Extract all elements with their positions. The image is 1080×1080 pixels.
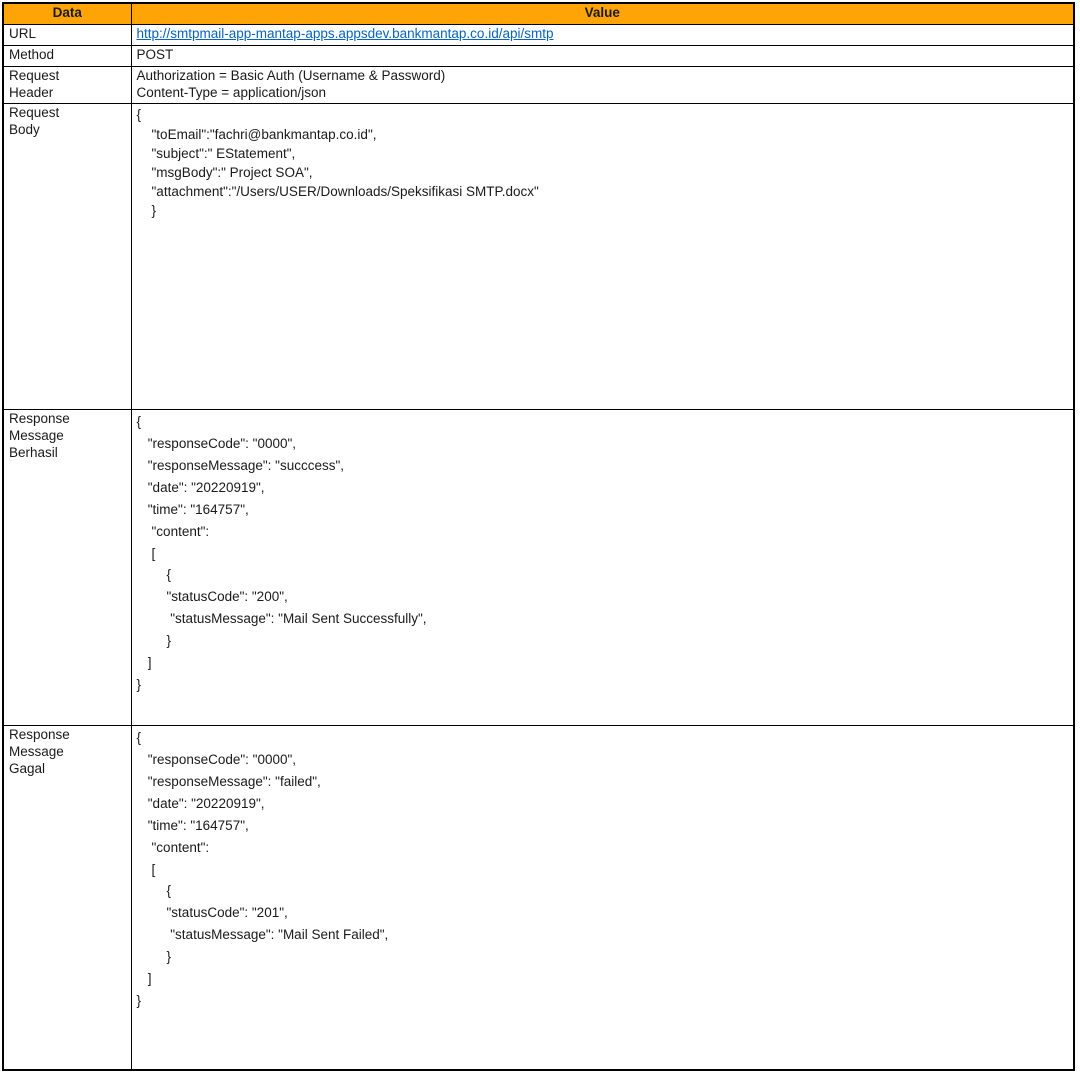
table-row-response-gagal: Response Message Gagal { "responseCode":… [2, 725, 1075, 1071]
row-value-response-berhasil: { "responseCode": "0000", "responseMessa… [130, 409, 1075, 727]
row-label-request-header: Request Header [2, 65, 132, 105]
table-row-url: URL http://smtpmail-app-mantap-apps.apps… [2, 23, 1075, 46]
table-row-method: Method POST [2, 44, 1075, 67]
response-failed-json: { "responseCode": "0000", "responseMessa… [136, 730, 389, 1008]
row-value-method: POST [130, 44, 1075, 67]
table-row-request-body: Request Body { "toEmail":"fachri@bankman… [2, 103, 1075, 411]
header-cell-data: Data [2, 2, 132, 25]
row-value-response-gagal: { "responseCode": "0000", "responseMessa… [130, 725, 1075, 1071]
row-label-response-gagal: Response Message Gagal [2, 725, 132, 1071]
smtp-api-url-link[interactable]: http://smtpmail-app-mantap-apps.appsdev.… [136, 25, 554, 41]
table-header-row: Data Value [2, 2, 1075, 25]
row-label-method: Method [2, 44, 132, 67]
table-row-response-berhasil: Response Message Berhasil { "responseCod… [2, 409, 1075, 727]
row-label-url: URL [2, 23, 132, 46]
request-body-json: { "toEmail":"fachri@bankmantap.co.id", "… [136, 107, 539, 219]
row-label-response-berhasil: Response Message Berhasil [2, 409, 132, 727]
row-value-request-body: { "toEmail":"fachri@bankmantap.co.id", "… [130, 103, 1075, 411]
response-success-json: { "responseCode": "0000", "responseMessa… [136, 414, 427, 692]
row-value-request-header: Authorization = Basic Auth (Username & P… [130, 65, 1075, 105]
row-label-request-body: Request Body [2, 103, 132, 411]
table-row-request-header: Request Header Authorization = Basic Aut… [2, 65, 1075, 105]
header-cell-value: Value [130, 2, 1075, 25]
row-value-url: http://smtpmail-app-mantap-apps.appsdev.… [130, 23, 1075, 46]
